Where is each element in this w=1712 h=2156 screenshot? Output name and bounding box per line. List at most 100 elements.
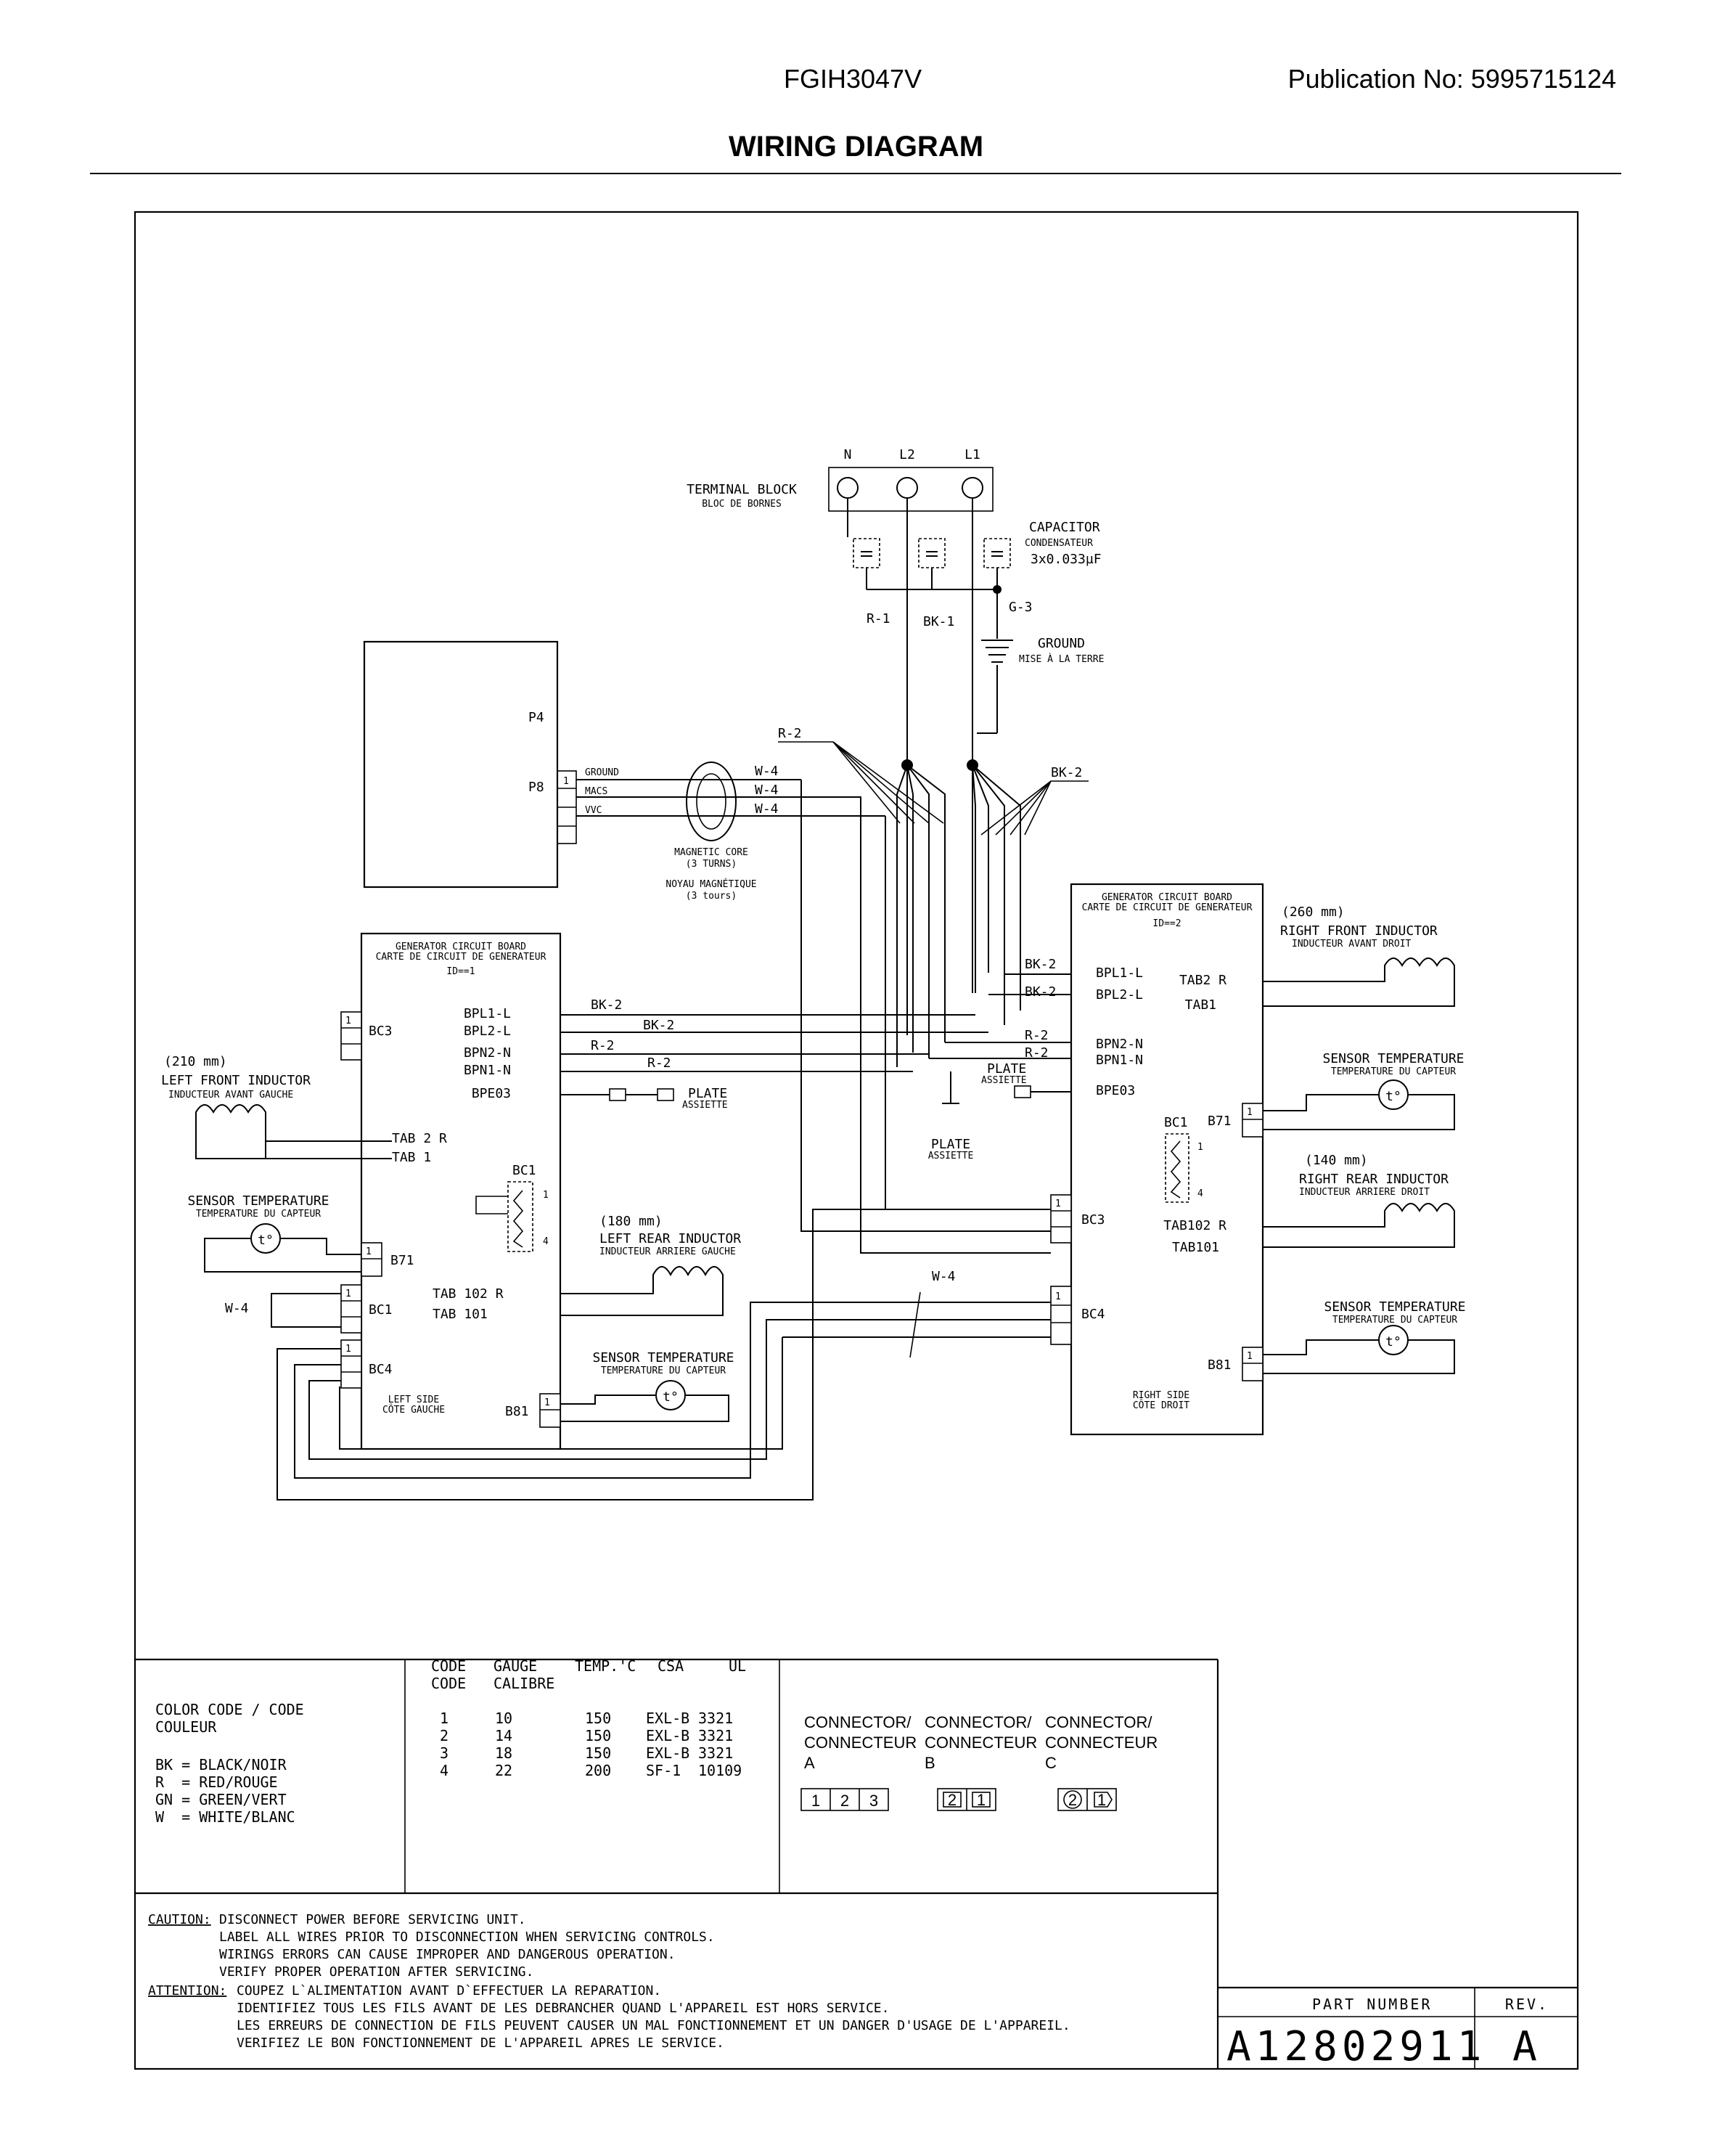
left-bpn1-label: BPN1-N [464,1063,511,1078]
w4-label-1: W-4 [755,764,779,779]
p8-pin1-label: 1 [563,776,569,787]
revision: A [1512,2023,1541,2070]
svg-text:2: 2 [840,1792,849,1810]
connector-a-line3: A [804,1754,815,1772]
sensor-rb81-label: SENSOR TEMPERATURE [1324,1299,1465,1315]
gauge-r1-ul: 3321 [698,1710,733,1727]
rf-inductor-label-fr: INDUCTEUR AVANT DROIT [1292,939,1412,950]
gauge-header2-calibre: CALIBRE [493,1675,554,1692]
left-b81-label: B81 [505,1404,529,1419]
right-bpl1-label: BPL1-L [1096,965,1143,981]
gauge-r4-code: 4 [440,1762,449,1779]
connector-b-line3: B [925,1754,935,1772]
right-board-title-fr: CARTE DE CIRCUIT DE GENERATEUR [1082,902,1253,913]
gauge-r1-gauge: 10 [495,1710,512,1727]
gauge-r2-code: 2 [440,1727,449,1744]
color-code-row-3: GN = GREEN/VERT [155,1791,287,1808]
right-bpn2-label: BPN2-N [1096,1037,1143,1052]
gauge-r3-code: 3 [440,1744,449,1762]
svg-text:1: 1 [977,1791,986,1809]
gauge-r2-gauge: 14 [495,1727,512,1744]
sensor-rb81-label-fr: TEMPERATURE DU CAPTEUR [1332,1315,1457,1326]
attention-line-2: IDENTIFIEZ TOUS LES FILS AVANT DE LES DE… [237,2001,889,2016]
legend-area [135,1658,1578,2069]
sensor-lb71-label-fr: TEMPERATURE DU CAPTEUR [196,1209,321,1220]
left-bc1-internal-label: BC1 [512,1163,536,1178]
left-bc3-label: BC3 [369,1024,393,1039]
attention-line-4: VERIFIEZ LE BON FONCTIONNEMENT DE L'APPA… [237,2035,724,2051]
gauge-header-code: CODE [431,1657,466,1675]
svg-text:1: 1 [1247,1351,1253,1362]
w4-label-3: W-4 [755,801,779,817]
ground-label-fr: MISE À LA TERRE [1019,653,1104,665]
terminal-block-label-fr: BLOC DE BORNES [702,499,782,510]
gauge-header-ul: UL [729,1657,746,1675]
publication-number: Publication No: 5995715124 [1287,64,1616,94]
right-b81-label: B81 [1208,1357,1232,1373]
left-bpl1-label: BPL1-L [464,1006,511,1021]
left-bk2-label-2: BK-2 [643,1018,674,1033]
model-number: FGIH3047V [784,64,922,94]
part-number-label: PART NUMBER [1312,1996,1432,2013]
terminal-block-label: TERMINAL BLOCK [687,482,797,497]
right-board-id: ID==2 [1152,918,1181,929]
capacitor: CAPACITOR CONDENSATEUR 3x0.033µF [847,498,1102,594]
right-w4-label: W-4 [932,1269,956,1284]
svg-text:1: 1 [345,1016,351,1026]
right-bk2-label-2: BK-2 [1025,984,1056,1000]
left-board-title: GENERATOR CIRCUIT BOARD [396,942,526,952]
main-control-board: P4 P8 1 GROUND MACS VVC [363,640,885,889]
left-bpn2-label: BPN2-N [464,1045,511,1061]
caution-label: CAUTION: [148,1912,211,1927]
gauge-r2-ul: 3321 [698,1727,733,1744]
right-bc1-internal-label: BC1 [1164,1115,1188,1130]
left-w4-label: W-4 [225,1301,249,1316]
page-title: WIRING DIAGRAM [728,131,984,163]
left-r2-label-2: R-2 [647,1055,671,1071]
connector-c-line2: CONNECTEUR [1045,1734,1158,1752]
right-tab102r-label: TAB102 R [1163,1218,1226,1233]
terminal-block: N L2 L1 TERMINAL BLOCK BLOC DE BORNES [687,447,994,512]
p8-ground-label: GROUND [585,767,619,778]
right-sensor-b81: SENSOR TEMPERATURE TEMPERATURE DU CAPTEU… [1263,1299,1466,1374]
part-number: A12802911 [1226,2023,1486,2070]
capacitor-label: CAPACITOR [1029,520,1100,535]
magnetic-core: MAGNETIC CORE (3 TURNS) NOYAU MAGNÉTIQUE… [665,761,757,902]
connector-a-line1: CONNECTOR/ [804,1713,912,1731]
svg-text:3: 3 [869,1792,878,1810]
rr-inductor-size: (140 mm) [1305,1153,1368,1168]
gauge-r4-temp: 200 [585,1762,611,1779]
svg-text:2: 2 [1068,1791,1077,1809]
lf-inductor-label: LEFT FRONT INDUCTOR [161,1073,311,1088]
p8-vvc-label: VVC [585,805,602,816]
gauge-r3-gauge: 18 [495,1744,512,1762]
gauge-header2-code: CODE [431,1675,466,1692]
left-sensor-b81: SENSOR TEMPERATURE TEMPERATURE DU CAPTEU… [560,1350,734,1422]
gauge-r3-ul: 3321 [698,1744,733,1762]
color-code-row-2: R = RED/ROUGE [155,1773,278,1791]
right-tab101-label: TAB101 [1172,1240,1219,1255]
caution-line-4: VERIFY PROPER OPERATION AFTER SERVICING. [219,1964,533,1980]
right-side-label: RIGHT SIDE [1133,1390,1189,1401]
color-code-row-4: W = WHITE/BLANC [155,1808,295,1826]
left-b71-label: B71 [390,1253,414,1268]
left-bk2-label: BK-2 [591,997,622,1013]
right-plate-label: PLATE [987,1061,1026,1077]
right-bpe03-label: BPE03 [1096,1083,1135,1098]
attention-label: ATTENTION: [148,1983,226,1998]
terminal-l2-label: L2 [899,447,915,462]
magnetic-core-label: MAGNETIC CORE [674,847,748,858]
svg-text:1: 1 [1197,1142,1203,1153]
left-sensor-b71: SENSOR TEMPERATURE TEMPERATURE DU CAPTEU… [187,1193,361,1273]
left-board-title-fr: CARTE DE CIRCUIT DE GENERATEUR [376,952,546,963]
rr-inductor-label-fr: INDUCTEUR ARRIERE DROIT [1299,1187,1430,1198]
gauge-header-gauge: GAUGE [493,1657,537,1675]
center-plate-label-fr: ASSIETTE [928,1151,974,1161]
color-code-row-1: BK = BLACK/NOIR [155,1756,287,1773]
gauge-r2-temp: 150 [585,1727,611,1744]
r2-fan-label: R-2 [778,726,802,741]
header-rule [90,173,1621,174]
sensor-rb71-label: SENSOR TEMPERATURE [1322,1051,1464,1066]
left-tab2r-label: TAB 2 R [392,1131,447,1146]
left-board-id: ID==1 [446,966,475,977]
